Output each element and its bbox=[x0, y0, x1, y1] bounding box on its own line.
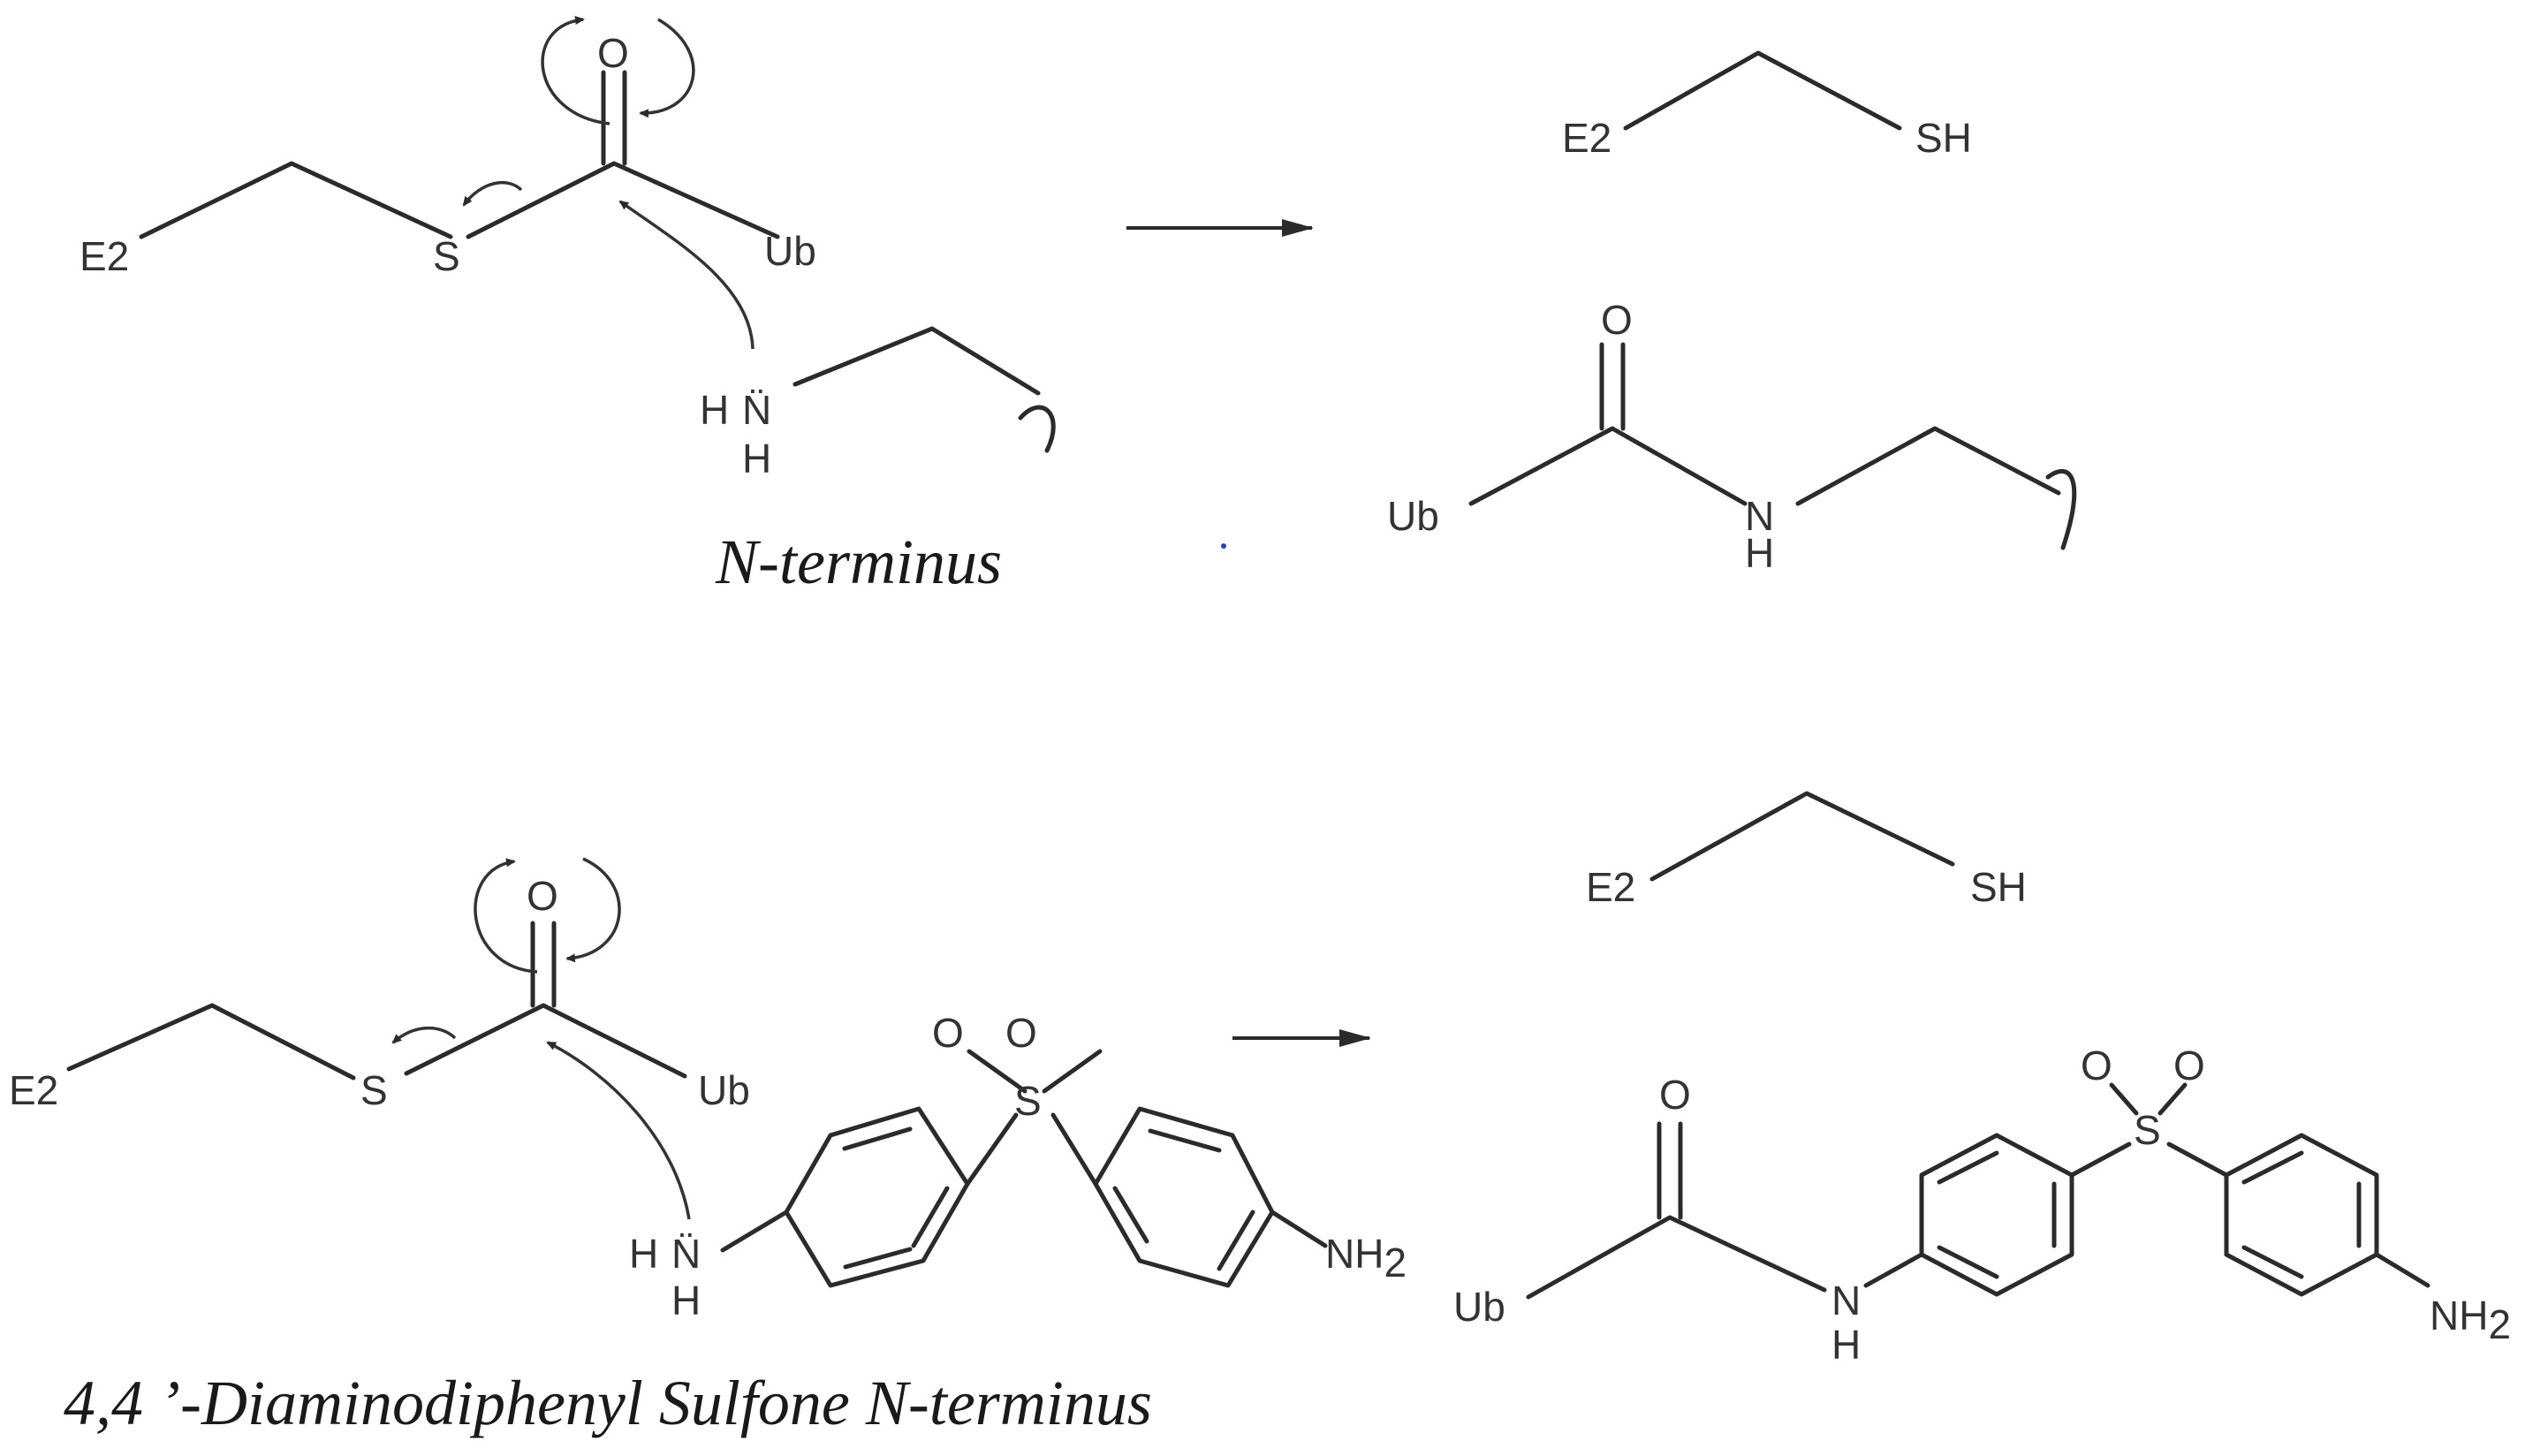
curly-arrow-right bbox=[639, 18, 695, 118]
amine-h-left: H bbox=[629, 1231, 658, 1277]
top-product-amide: O Ub N H bbox=[1387, 297, 2077, 576]
sulfone-o-right: O bbox=[2173, 1043, 2205, 1088]
bottom-nucleophile-dapsone: S O O H N̈ H NH2 bbox=[629, 1010, 1407, 1323]
e2-label: E2 bbox=[9, 1067, 58, 1113]
e2-label: E2 bbox=[1586, 864, 1635, 910]
thiol-label: SH bbox=[1970, 864, 2027, 910]
sulfone-s: S bbox=[2134, 1107, 2161, 1153]
amide-n: N bbox=[1831, 1278, 1861, 1323]
caption-top: N-terminus bbox=[715, 527, 1002, 597]
sulfur-label: S bbox=[433, 233, 460, 279]
thiol-label: SH bbox=[1915, 115, 1972, 161]
e2-label: E2 bbox=[80, 233, 129, 279]
amine-h-left: H bbox=[700, 387, 729, 433]
amine-n: N̈ bbox=[742, 387, 771, 433]
bottom-product-amide-dapsone: O Ub N H S O O NH2 bbox=[1453, 1043, 2511, 1368]
curly-arrow-s-c bbox=[462, 180, 523, 207]
bottom-electron-arrows bbox=[391, 857, 691, 1220]
top-product-e2-thiol: E2 SH bbox=[1562, 50, 1972, 161]
curly-arrow-nucleophile bbox=[546, 1041, 691, 1220]
curly-arrow-left bbox=[474, 858, 538, 974]
bottom-reactant-thioester: E2 S O Ub bbox=[9, 873, 750, 1113]
amine-h-bottom: H bbox=[671, 1278, 701, 1323]
curly-arrow-right bbox=[565, 857, 621, 963]
amine-h-bottom: H bbox=[742, 436, 771, 482]
amide-h: H bbox=[1745, 530, 1774, 576]
sulfone-o-left: O bbox=[932, 1010, 964, 1056]
bottom-product-e2-thiol: E2 SH bbox=[1586, 791, 2027, 910]
caption-bottom: 4,4 ’-Diaminodiphenyl Sulfone N-terminus bbox=[64, 1368, 1152, 1438]
stray-dot bbox=[1221, 543, 1226, 549]
top-reactant-thioester: E2 S O Ub bbox=[80, 30, 816, 279]
ub-label: Ub bbox=[1453, 1284, 1505, 1330]
curly-arrow-s-c bbox=[391, 1026, 457, 1044]
nh2-label: NH2 bbox=[1325, 1231, 1407, 1285]
top-electron-arrows bbox=[462, 16, 755, 350]
curly-arrow-left bbox=[541, 16, 610, 125]
nh2-label: NH2 bbox=[2430, 1293, 2511, 1347]
sulfone-o-left: O bbox=[2081, 1043, 2112, 1088]
ub-label: Ub bbox=[1387, 493, 1439, 539]
sulfone-o-right: O bbox=[1005, 1010, 1037, 1056]
e2-label: E2 bbox=[1562, 115, 1611, 161]
curly-arrow-nucleophile bbox=[618, 200, 755, 350]
sulfone-s: S bbox=[1014, 1078, 1042, 1124]
oxygen-label: O bbox=[1601, 297, 1633, 343]
ub-label: Ub bbox=[698, 1067, 750, 1113]
oxygen-label: O bbox=[1659, 1072, 1691, 1118]
oxygen-label: O bbox=[597, 30, 629, 76]
amine-n: N̈ bbox=[671, 1231, 701, 1277]
amide-n: N bbox=[1745, 493, 1774, 539]
sulfur-label: S bbox=[360, 1067, 388, 1113]
top-nucleophile-amine: H N̈ H bbox=[700, 326, 1056, 482]
oxygen-label: O bbox=[527, 873, 558, 919]
amide-h: H bbox=[1831, 1322, 1861, 1368]
ub-label: Ub bbox=[764, 228, 816, 274]
